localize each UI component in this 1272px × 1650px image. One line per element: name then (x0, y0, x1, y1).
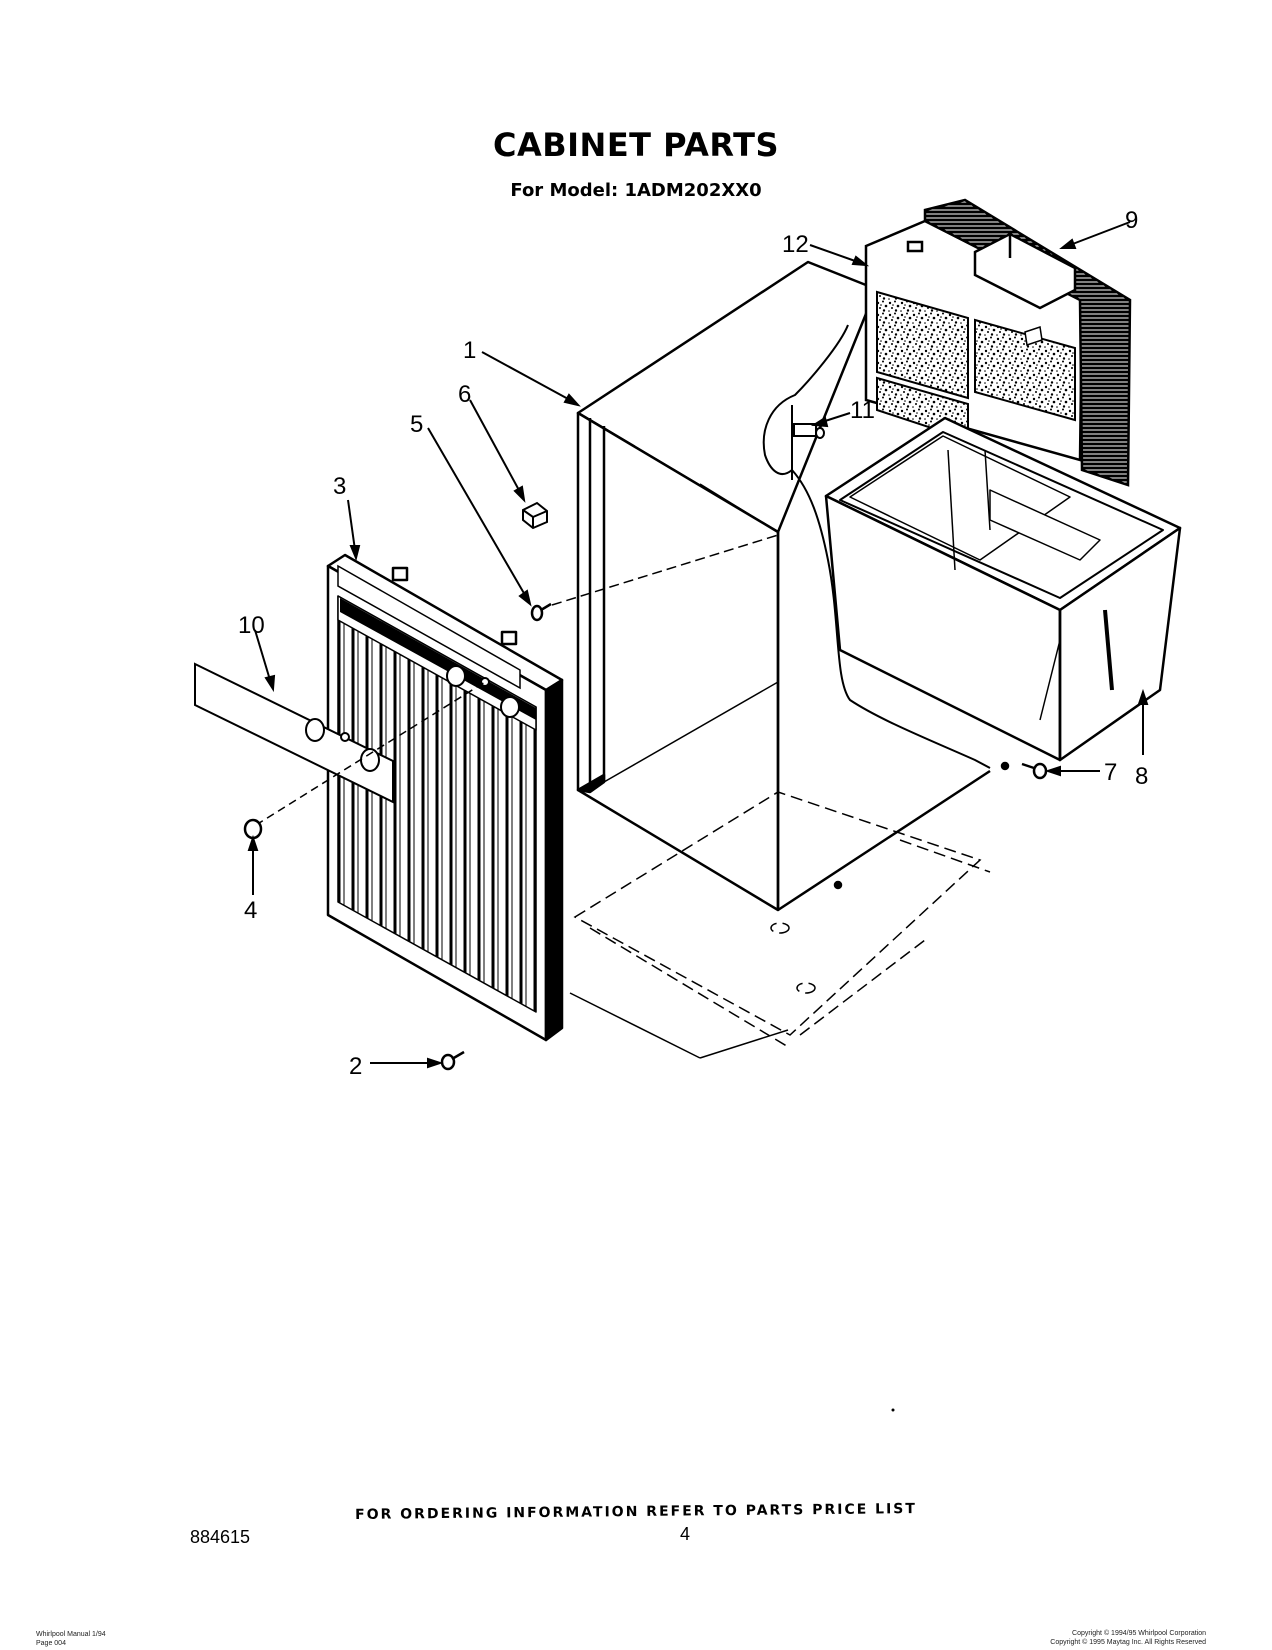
front-panel (326, 553, 564, 1042)
source-note-left: Whirlpool Manual 1/94 Page 004 (36, 1630, 106, 1648)
callout-11: 11 (850, 397, 875, 424)
cabinet-shell (576, 260, 1010, 912)
copyright-line2: Copyright © 1995 Maytag Inc. All Rights … (1050, 1639, 1206, 1646)
callout-3: 3 (333, 473, 346, 500)
panel-top-band (337, 564, 521, 690)
page-number: 4 (680, 1524, 691, 1544)
copyright-line1: Copyright © 1994/95 Whirlpool Corporatio… (1072, 1630, 1206, 1637)
cabinet-base-dashed (573, 791, 991, 1049)
clip-part6 (522, 501, 548, 530)
callout-1: 1 (463, 337, 476, 364)
cord-connector-part11 (762, 324, 991, 769)
screw-part5 (530, 602, 552, 622)
panel-knob-holes (446, 665, 520, 718)
screw-part7 (1021, 762, 1048, 780)
callout-12: 12 (782, 231, 809, 258)
callout-9: 9 (1125, 207, 1138, 234)
water-bucket-part8 (824, 416, 1182, 762)
source-note-left-line2: Page 004 (36, 1640, 66, 1647)
stray-dot (891, 1408, 895, 1412)
callout-6: 6 (458, 381, 471, 408)
source-note-left-line1: Whirlpool Manual 1/94 (36, 1631, 106, 1638)
callout-4: 4 (244, 897, 257, 924)
model-subtitle: For Model: 1ADM202XX0 (510, 180, 762, 201)
callout-2: 2 (349, 1053, 362, 1080)
callout-10: 10 (238, 612, 265, 639)
callout-5: 5 (410, 411, 423, 438)
control-label-plate (194, 662, 394, 804)
filter-grille-part9 (923, 198, 1132, 487)
panel-screw-dash-line (255, 681, 486, 826)
callout-7: 7 (1104, 759, 1117, 786)
copyright-note: Copyright © 1994/95 Whirlpool Corporatio… (1050, 1629, 1206, 1647)
callout-8: 8 (1135, 763, 1148, 790)
leader-lines (247, 221, 1149, 1069)
screw-part2 (440, 1050, 465, 1071)
screw-dash-line (551, 534, 779, 606)
document-number: 884615 (190, 1527, 251, 1547)
page-title: CABINET PARTS (492, 126, 779, 164)
